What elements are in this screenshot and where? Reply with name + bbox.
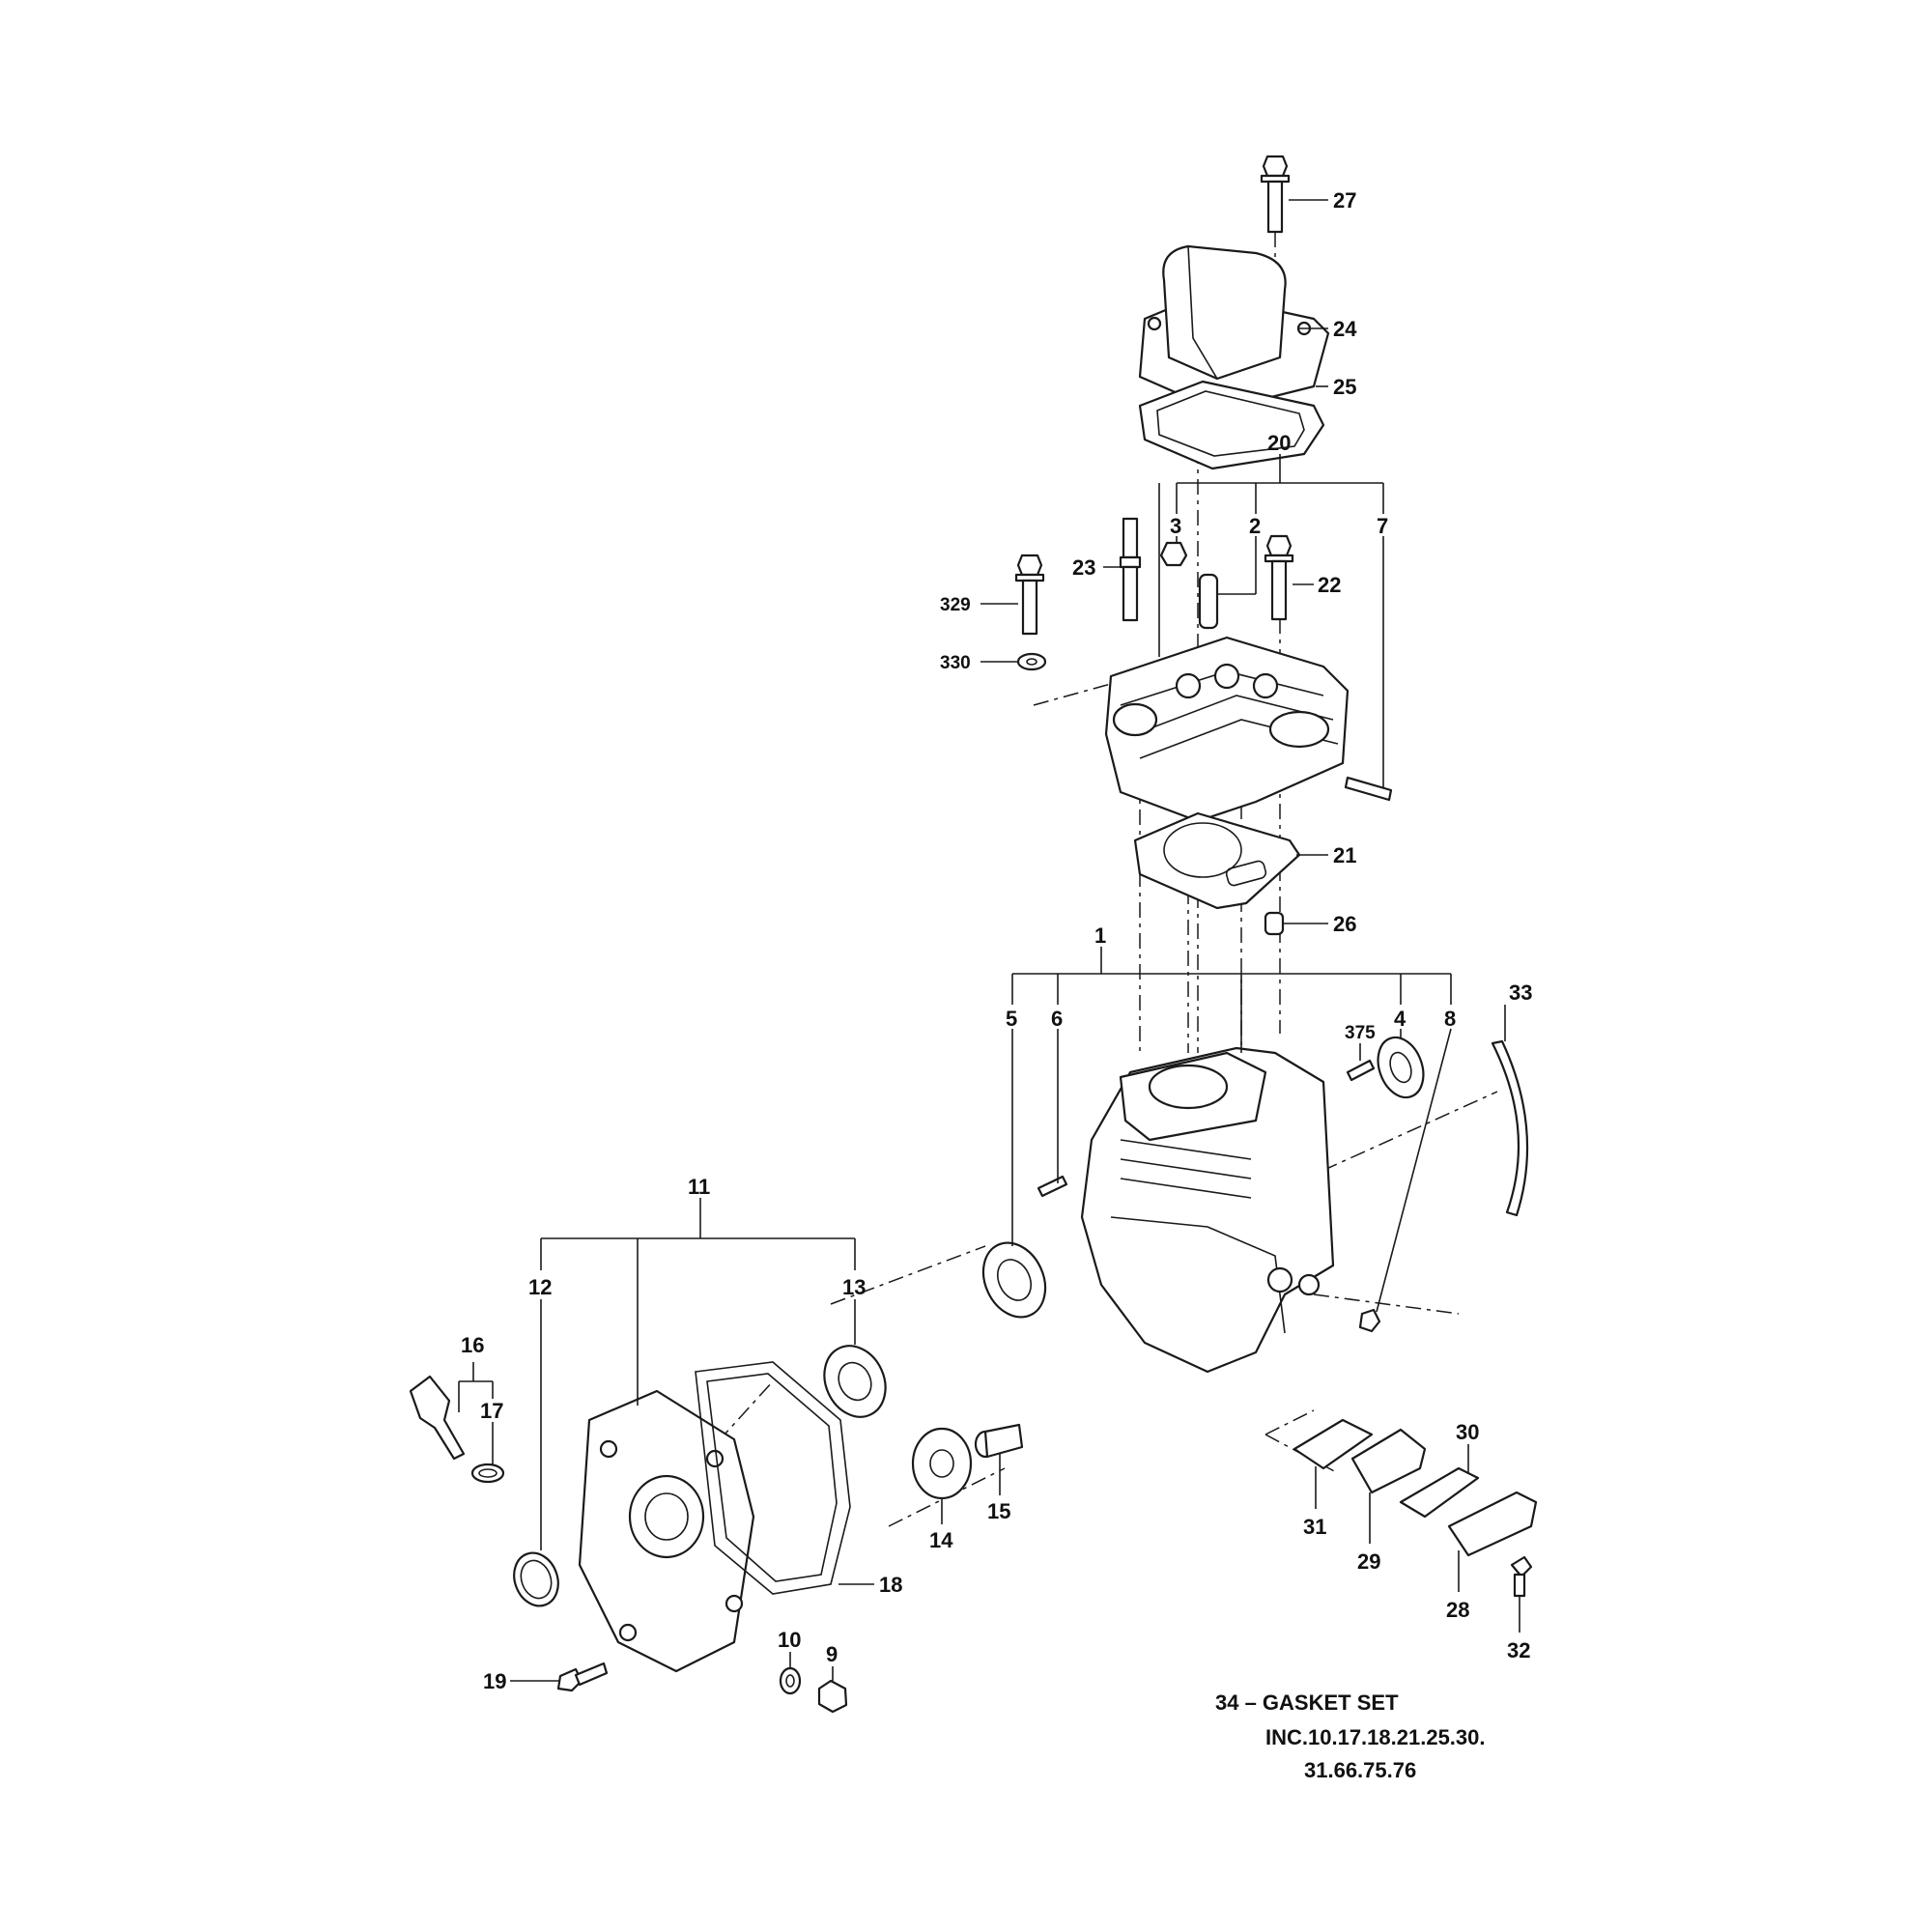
- label-6: 6: [1051, 1007, 1063, 1031]
- label-329: 329: [940, 595, 971, 615]
- gasket-18-drawing: [695, 1361, 851, 1595]
- label-27: 27: [1333, 188, 1356, 213]
- label-22: 22: [1318, 573, 1341, 597]
- label-13: 13: [842, 1275, 866, 1299]
- label-21: 21: [1333, 843, 1356, 867]
- label-11: 11: [688, 1175, 710, 1199]
- label-12: 12: [528, 1275, 552, 1299]
- pin-375-drawing: [1346, 1059, 1376, 1082]
- assembly-centerlines: [598, 232, 1498, 1595]
- label-375: 375: [1345, 1023, 1376, 1043]
- label-30: 30: [1456, 1420, 1479, 1444]
- label-16: 16: [461, 1333, 484, 1357]
- gasket-set-note: 34 – GASKET SET INC.10.17.18.21.25.30. 3…: [1215, 1690, 1486, 1782]
- label-7: 7: [1377, 514, 1388, 538]
- label-8: 8: [1444, 1007, 1456, 1031]
- dipstick-16-drawing: [409, 1375, 466, 1461]
- oil-seal-4-drawing: [1377, 1036, 1425, 1099]
- label-1: 1: [1094, 923, 1106, 948]
- gasket-set-title: 34 – GASKET SET: [1215, 1690, 1399, 1715]
- crankcase-drawing: [1080, 1046, 1335, 1374]
- callout-labels: 27 24 25 20 3 2 7 23 22 329 330 21 26 1 …: [461, 188, 1532, 1693]
- label-19: 19: [483, 1669, 506, 1693]
- shaft-15-drawing: [974, 1423, 1024, 1459]
- nut-8-drawing: [1358, 1308, 1381, 1333]
- crankcase-cover-drawing: [578, 1389, 755, 1673]
- label-5: 5: [1006, 1007, 1017, 1031]
- breather-assembly-drawing: [1293, 1418, 1538, 1598]
- gear-14-drawing: [911, 1427, 973, 1500]
- stud-7-drawing: [1344, 776, 1393, 802]
- gasket-set-includes-line1: INC.10.17.18.21.25.30.: [1265, 1725, 1486, 1749]
- label-3: 3: [1170, 514, 1181, 538]
- label-14: 14: [929, 1528, 953, 1552]
- strip-33-drawing: [1491, 1039, 1529, 1217]
- stud-23-drawing: [1119, 517, 1142, 622]
- label-4: 4: [1394, 1007, 1406, 1031]
- label-29: 29: [1357, 1549, 1380, 1574]
- label-28: 28: [1446, 1598, 1469, 1622]
- label-2: 2: [1249, 514, 1261, 538]
- bolt-19-drawing: [556, 1662, 609, 1692]
- pin-6-drawing: [1037, 1175, 1068, 1198]
- bolt-329-drawing: [1014, 554, 1045, 636]
- washer-10-drawing: [779, 1666, 802, 1695]
- label-32: 32: [1507, 1638, 1530, 1662]
- label-17: 17: [480, 1399, 503, 1423]
- plug-9-drawing: [817, 1679, 848, 1714]
- bolt-27-drawing: [1260, 155, 1291, 234]
- leader-lines: [458, 199, 1520, 1682]
- o-ring-17-drawing: [470, 1463, 505, 1484]
- label-10: 10: [778, 1628, 801, 1652]
- bolt-22-drawing: [1264, 534, 1294, 621]
- ring-12-drawing: [513, 1551, 559, 1607]
- oil-seal-13-drawing: [823, 1345, 887, 1418]
- label-26: 26: [1333, 912, 1356, 936]
- label-31: 31: [1303, 1515, 1326, 1539]
- label-20: 20: [1267, 431, 1291, 455]
- label-15: 15: [987, 1499, 1010, 1523]
- label-18: 18: [879, 1573, 902, 1597]
- gasket-25-drawing: [1138, 380, 1325, 470]
- label-23: 23: [1072, 555, 1095, 580]
- valve-cap-3-drawing: [1159, 541, 1188, 567]
- label-25: 25: [1333, 375, 1356, 399]
- cylinder-head-drawing: [1104, 636, 1350, 823]
- label-33: 33: [1509, 980, 1532, 1005]
- label-24: 24: [1333, 317, 1357, 341]
- label-9: 9: [826, 1642, 838, 1666]
- label-330: 330: [940, 653, 971, 673]
- washer-330-drawing: [1016, 652, 1047, 671]
- oil-seal-5-drawing: [981, 1241, 1047, 1319]
- gasket-set-includes-line2: 31.66.75.76: [1304, 1758, 1416, 1782]
- dowel-26-drawing: [1264, 911, 1285, 936]
- head-gasket-21-drawing: [1133, 811, 1301, 910]
- pin-2-drawing: [1198, 573, 1219, 630]
